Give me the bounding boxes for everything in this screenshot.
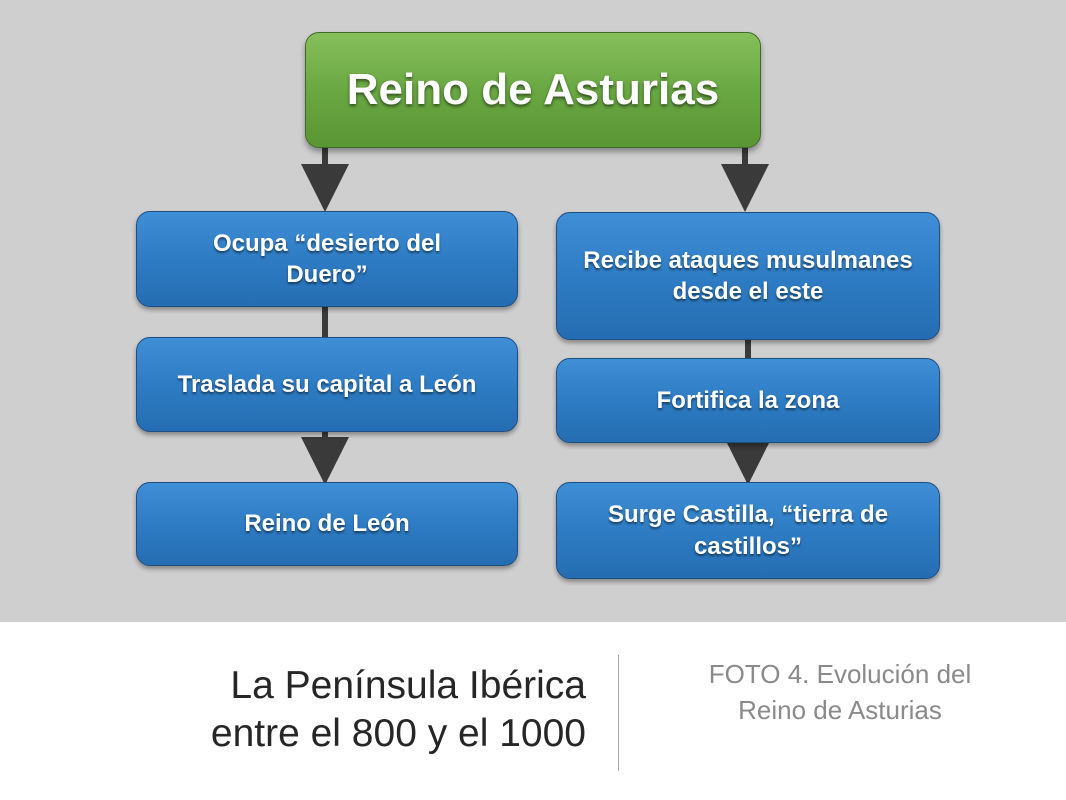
node-ocupa-desierto: Ocupa “desierto del Duero”: [136, 211, 518, 307]
root-node-reino-asturias: Reino de Asturias: [305, 32, 761, 148]
root-node-label: Reino de Asturias: [346, 65, 720, 114]
diagram-area: Reino de Asturias Ocupa “desierto del Du…: [0, 0, 1066, 622]
photo-caption-line2: Reino de Asturias: [738, 695, 942, 725]
presentation-title-line1: La Península Ibérica: [230, 664, 586, 707]
presentation-title-line2: entre el 800 y el 1000: [210, 712, 586, 755]
node-fortifica-zona-label: Fortifica la zona: [656, 386, 840, 414]
photo-caption-line1: FOTO 4. Evolución del: [708, 659, 972, 689]
footer-divider: [618, 655, 619, 771]
node-traslada-capital-label: Traslada su capital a León: [177, 370, 477, 398]
node-reino-leon: Reino de León: [136, 482, 518, 566]
node-recibe-ataques-label: Recibe ataques musulmanes desde el este: [583, 246, 913, 305]
node-reino-leon-label: Reino de León: [244, 510, 410, 538]
photo-caption: FOTO 4. Evolución del Reino de Asturias: [640, 656, 1040, 728]
presentation-title: La Península Ibérica entre el 800 y el 1…: [126, 662, 586, 758]
connector-arrows: [301, 147, 772, 485]
node-surge-castilla: Surge Castilla, “tierra de castillos”: [556, 482, 940, 579]
node-ocupa-desierto-label: Ocupa “desierto del Duero”: [212, 229, 442, 288]
node-traslada-capital: Traslada su capital a León: [136, 337, 518, 432]
node-fortifica-zona: Fortifica la zona: [556, 358, 940, 443]
node-recibe-ataques: Recibe ataques musulmanes desde el este: [556, 212, 940, 340]
node-surge-castilla-label: Surge Castilla, “tierra de castillos”: [607, 501, 889, 560]
